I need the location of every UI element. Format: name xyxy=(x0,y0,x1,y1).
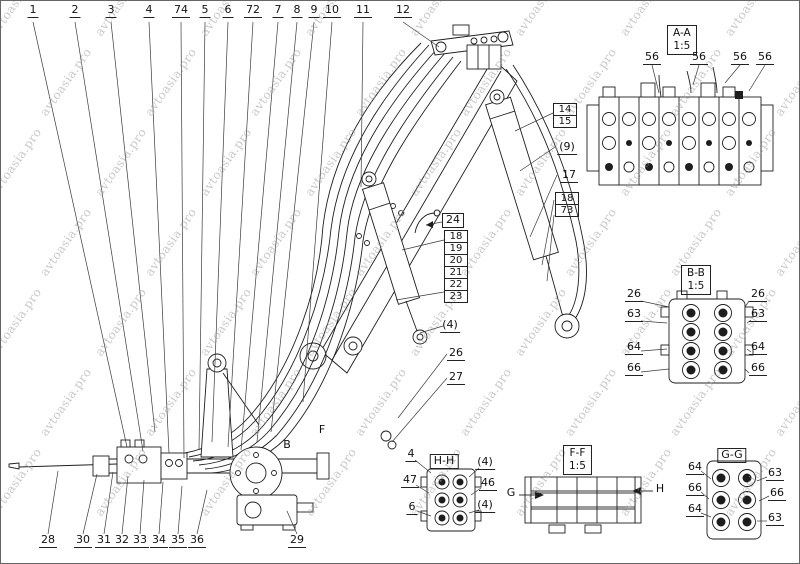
callout-gg-64l: 64 xyxy=(686,460,704,475)
callout-10: 10 xyxy=(323,3,341,18)
view-arrow-h: H xyxy=(655,482,665,495)
callout-hh-46: 46 xyxy=(479,476,497,491)
callout-74: 74 xyxy=(172,3,190,18)
callout-17: 17 xyxy=(560,168,578,183)
leader-lines xyxy=(32,21,770,535)
callout-hh-4b: (4) xyxy=(475,498,495,513)
section-h-h-view xyxy=(420,468,482,532)
callout-bb-64l: 64 xyxy=(625,340,643,355)
callout-hh-4: 4 xyxy=(405,447,417,462)
callout-bb-66r: 66 xyxy=(749,361,767,376)
section-scale-aa: 1:5 xyxy=(673,40,691,53)
callout-15: 15 xyxy=(553,115,577,128)
callout-29: 29 xyxy=(288,533,306,548)
callout-stack-14-15: 14 15 xyxy=(553,103,577,128)
section-label-hh: H-H xyxy=(429,454,459,469)
callout-3: 3 xyxy=(105,3,117,18)
callout-11: 11 xyxy=(354,3,372,18)
section-label-aa: A-A 1:5 xyxy=(667,25,697,56)
callout-gg-63r: 63 xyxy=(766,466,784,481)
section-label-ff: F-F 1:5 xyxy=(563,445,592,476)
view-arrow-g: G xyxy=(506,486,516,499)
callout-35: 35 xyxy=(169,533,187,548)
callout-gg-63rb: 63 xyxy=(766,511,784,526)
callout-72: 72 xyxy=(244,3,262,18)
callout-hh-4a: (4) xyxy=(475,455,495,470)
callout-gg-64lb: 64 xyxy=(686,502,704,517)
callout-9-qty: (9) xyxy=(557,140,577,155)
callout-2: 2 xyxy=(69,3,81,18)
section-title-ff: F-F xyxy=(569,447,586,459)
section-f-f-view xyxy=(519,476,653,534)
section-title-bb: B-B xyxy=(687,267,705,279)
callout-33: 33 xyxy=(131,533,149,548)
callout-gg-66l: 66 xyxy=(686,481,704,496)
callout-73: 73 xyxy=(555,204,579,217)
callout-1: 1 xyxy=(27,3,39,18)
callout-34: 34 xyxy=(150,533,168,548)
left-hydraulic-cylinder xyxy=(361,171,428,345)
callout-23: 23 xyxy=(444,290,468,303)
callout-56-4: 56 xyxy=(756,50,774,65)
section-g-g-view xyxy=(706,460,762,540)
callout-36: 36 xyxy=(188,533,206,548)
callout-56-2: 56 xyxy=(690,50,708,65)
callout-4: 4 xyxy=(143,3,155,18)
callout-5: 5 xyxy=(199,3,211,18)
callout-56-3: 56 xyxy=(731,50,749,65)
callout-24: 24 xyxy=(442,213,464,228)
callout-26: 26 xyxy=(447,346,465,361)
callout-bb-63r: 63 xyxy=(749,307,767,322)
callout-bb-63l: 63 xyxy=(625,307,643,322)
callout-9: 9 xyxy=(308,3,320,18)
top-bracket-assembly xyxy=(430,24,514,70)
callout-bb-26r: 26 xyxy=(749,287,767,302)
callout-hh-47: 47 xyxy=(401,473,419,488)
callout-hh-6: 6 xyxy=(406,500,418,515)
callout-gg-66r: 66 xyxy=(768,486,786,501)
section-scale-bb: 1:5 xyxy=(687,280,705,293)
cut-marker-b: B xyxy=(283,438,291,451)
callout-column: 18 19 20 21 22 23 xyxy=(444,230,468,303)
callout-bb-64r: 64 xyxy=(749,340,767,355)
callout-8: 8 xyxy=(291,3,303,18)
callout-6: 6 xyxy=(222,3,234,18)
callout-bb-26l: 26 xyxy=(625,287,643,302)
cut-marker-f: F xyxy=(318,423,326,436)
callout-bb-66l: 66 xyxy=(625,361,643,376)
callout-12: 12 xyxy=(394,3,412,18)
bottom-axle-assembly xyxy=(8,353,330,531)
callout-32: 32 xyxy=(113,533,131,548)
section-title-aa: A-A xyxy=(673,27,691,39)
right-hydraulic-cylinder xyxy=(485,64,587,339)
section-a-a-view xyxy=(586,66,774,186)
section-b-b-view xyxy=(660,290,754,384)
callout-56-1: 56 xyxy=(643,50,661,65)
section-label-gg: G-G xyxy=(717,448,747,463)
callout-28: 28 xyxy=(39,533,57,548)
section-scale-ff: 1:5 xyxy=(569,460,586,473)
callout-31: 31 xyxy=(95,533,113,548)
callout-7: 7 xyxy=(272,3,284,18)
callout-27: 27 xyxy=(447,370,465,385)
callout-stack-18-73: 18 73 xyxy=(555,192,579,217)
callout-qty-4: (4) xyxy=(440,318,460,333)
callout-30: 30 xyxy=(74,533,92,548)
section-label-bb: B-B 1:5 xyxy=(681,265,711,296)
